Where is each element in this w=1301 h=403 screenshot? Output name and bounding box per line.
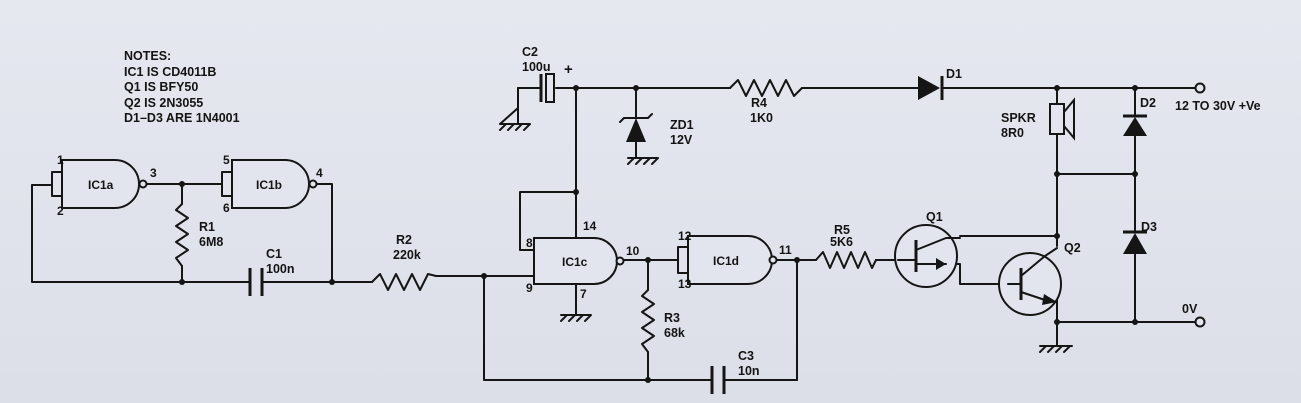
pin-label: 6 (223, 201, 230, 215)
zener-value: 12V (670, 133, 693, 147)
resistor-value: 220k (393, 248, 421, 262)
pin-label: 5 (223, 153, 230, 167)
gate-label: IC1c (562, 255, 588, 269)
polarity-plus: + (564, 61, 573, 78)
gate-label: IC1d (713, 254, 739, 268)
supply-label: 12 TO 30V +Ve (1175, 99, 1261, 113)
transistor-q1: Q1 (894, 210, 961, 288)
junction-dot (329, 279, 335, 285)
capacitor-ref: C1 (266, 247, 282, 261)
capacitor-c2: C2 100u + (522, 45, 573, 103)
transistor-ref: Q2 (1064, 241, 1081, 255)
junction-dot (573, 189, 579, 195)
junction-dot (645, 377, 651, 383)
resistor-ref: R4 (751, 96, 767, 110)
junction-dot (1132, 319, 1138, 325)
notes-title: NOTES: (124, 49, 172, 63)
junction-dot (1054, 85, 1060, 91)
junction-dot (1132, 85, 1138, 91)
pin-label: 13 (678, 277, 692, 291)
capacitor-value: 100n (266, 262, 295, 276)
junction-dot (1054, 171, 1060, 177)
resistor-r4: R4 1K0 (729, 79, 803, 125)
junction-dot (794, 257, 800, 263)
diode-d2: D2 (1123, 96, 1156, 136)
resistor-value: 68k (664, 326, 685, 340)
gate-ic1a: IC1a 1 2 3 (57, 153, 157, 218)
pin-label: 11 (779, 243, 792, 257)
notes-block: NOTES: IC1 IS CD4011B Q1 IS BFY50 Q2 IS … (124, 49, 240, 127)
speaker-ref: SPKR (1001, 111, 1036, 125)
junction-dot (1132, 171, 1138, 177)
diode-d3: D3 (1123, 220, 1157, 254)
resistor-r1: R1 6M8 (175, 203, 223, 267)
pin-label: 9 (526, 281, 533, 295)
resistor-ref: R5 (834, 223, 850, 237)
junction-dots (179, 85, 1138, 383)
ground-symbol (627, 149, 659, 165)
diode-ref: D3 (1141, 220, 1157, 234)
capacitor-c3: C3 10n (710, 349, 760, 394)
terminal-supply: 12 TO 30V +Ve (1175, 82, 1261, 113)
capacitor-c1: C1 100n (248, 247, 295, 296)
pin-label: 8 (526, 236, 533, 250)
note-line: Q2 IS 2N3055 (124, 95, 204, 110)
terminal-ground: 0V (1182, 302, 1206, 328)
zener-zd1: ZD1 12V (619, 113, 694, 147)
ground-label: 0V (1182, 302, 1198, 316)
pin-label: 10 (626, 244, 640, 258)
junction-dot (645, 257, 651, 263)
note-line: D1–D3 ARE 1N4001 (124, 111, 240, 126)
pin-label: 2 (57, 204, 64, 218)
ground-symbol (499, 107, 531, 131)
resistor-value: 1K0 (750, 111, 773, 125)
junction-dot (573, 85, 579, 91)
zener-ref: ZD1 (670, 118, 694, 132)
pin-label: 14 (583, 219, 597, 233)
resistor-r3: R3 68k (641, 289, 685, 353)
speaker-spkr: SPKR 8R0 (1001, 97, 1075, 141)
junction-dot (1054, 319, 1060, 325)
junction-dot (179, 181, 185, 187)
pin-label: 3 (150, 166, 157, 180)
transistor-ref: Q1 (926, 210, 943, 224)
diode-ref: D2 (1140, 96, 1156, 110)
capacitor-ref: C3 (738, 349, 754, 363)
junction-dot (1054, 233, 1060, 239)
wires (31, 87, 1197, 381)
note-line: IC1 IS CD4011B (124, 64, 217, 79)
pin-label: 7 (580, 287, 587, 301)
transistor-q2: Q2 (998, 241, 1081, 316)
ground-symbol (1039, 345, 1073, 353)
resistor-ref: R2 (396, 233, 412, 247)
capacitor-value: 10n (738, 364, 760, 378)
gate-label: IC1b (256, 178, 282, 192)
junction-dot (481, 273, 487, 279)
diode-d1: D1 (918, 67, 962, 100)
resistor-ref: R3 (664, 311, 680, 325)
ground-symbol (560, 314, 592, 322)
resistor-r5: R5 5K6 (815, 223, 877, 269)
pin-label: 12 (678, 229, 692, 243)
note-line: Q1 IS BFY50 (124, 80, 199, 95)
junction-dot (633, 85, 639, 91)
resistor-value: 6M8 (199, 235, 223, 249)
diode-ref: D1 (946, 67, 962, 81)
pin-label: 4 (316, 166, 323, 180)
pin-label: 1 (57, 153, 64, 167)
gate-label: IC1a (88, 178, 114, 192)
capacitor-value: 100u (522, 60, 551, 74)
junction-dot (179, 279, 185, 285)
speaker-value: 8R0 (1001, 126, 1024, 140)
gate-ic1b: IC1b 5 6 4 (223, 153, 323, 215)
gate-ic1d: IC1d 12 13 11 (678, 229, 792, 291)
resistor-value: 5K6 (830, 235, 853, 249)
gate-ic1c: IC1c 8 9 10 14 7 (526, 219, 640, 301)
capacitor-ref: C2 (522, 45, 538, 59)
resistor-ref: R1 (199, 220, 215, 234)
resistor-r2: R2 220k (371, 233, 437, 291)
